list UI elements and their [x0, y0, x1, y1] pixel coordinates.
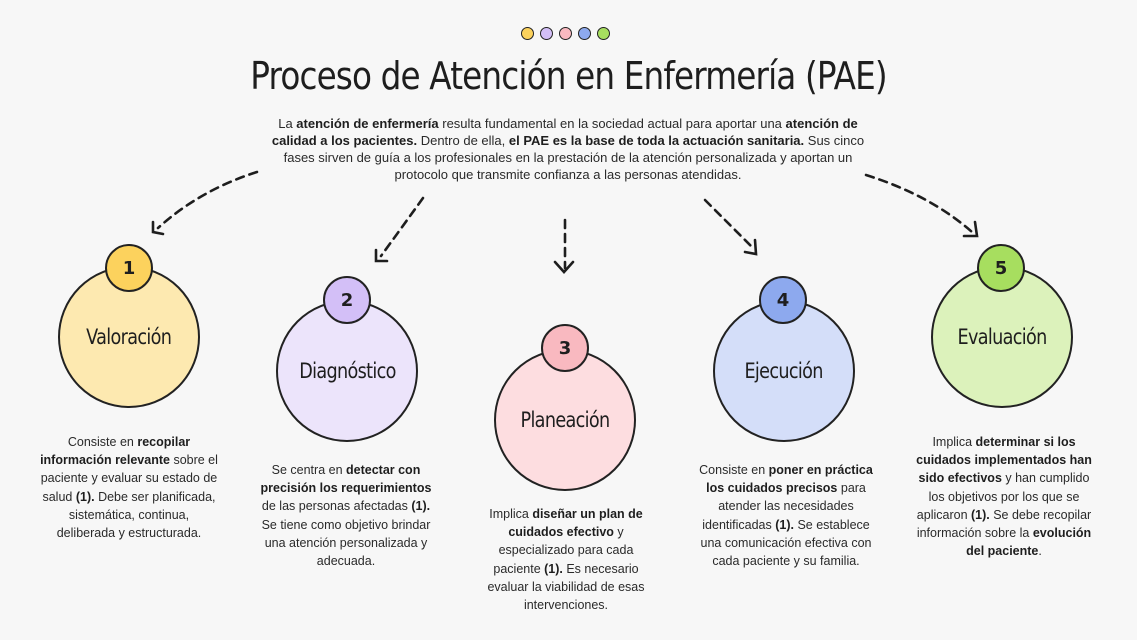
color-dots: [521, 27, 610, 40]
phase-circle: Valoración: [58, 266, 200, 408]
page-title: Proceso de Atención en Enfermería (PAE): [250, 54, 887, 98]
dot-yellow: [521, 27, 534, 40]
arrow-to-phase-5: [864, 173, 974, 234]
phase-number-badge: 3: [541, 324, 589, 372]
dot-pink: [559, 27, 572, 40]
phase-description: Se centra en detectar con precisión los …: [260, 463, 432, 569]
phase-name: Valoración: [86, 325, 172, 349]
phase-description: Implica determinar si los cuidados imple…: [916, 435, 1092, 559]
phase-description: Consiste en poner en práctica los cuidad…: [699, 463, 873, 569]
phase-description: Consiste en recopilar información releva…: [40, 435, 218, 541]
arrow-to-phase-1: [156, 170, 259, 230]
phase-number-badge: 4: [759, 276, 807, 324]
dot-blue: [578, 27, 591, 40]
phase-name: Planeación: [520, 408, 610, 432]
phase-name: Ejecución: [744, 359, 824, 383]
arrow-to-phase-4: [703, 198, 755, 250]
dot-green: [597, 27, 610, 40]
arrow-to-phase-2: [379, 196, 425, 258]
phase-number-badge: 5: [977, 244, 1025, 292]
phase-description: Implica diseñar un plan de cuidados efec…: [487, 507, 645, 613]
phase-number-badge: 1: [105, 244, 153, 292]
dot-purple: [540, 27, 553, 40]
phase-name: Diagnóstico: [298, 359, 396, 383]
phase-number-badge: 2: [323, 276, 371, 324]
phase-name: Evaluación: [957, 325, 1047, 349]
intro-paragraph: La atención de enfermería resulta fundam…: [271, 116, 865, 182]
